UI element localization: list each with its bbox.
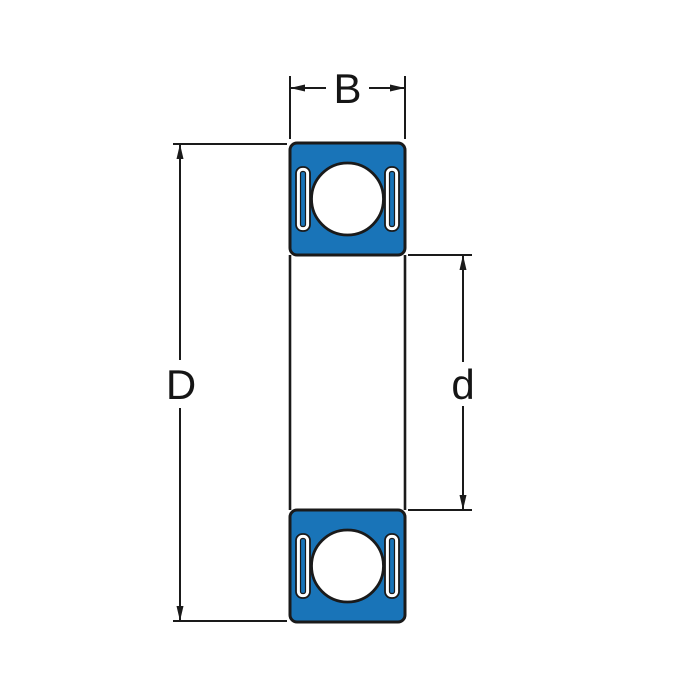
arrowhead-left-icon bbox=[290, 84, 305, 92]
dimension-width: B bbox=[289, 65, 406, 139]
bearing-section-bottom bbox=[288, 508, 407, 624]
arrowhead-up-icon bbox=[459, 255, 467, 270]
dimension-label-outer-diameter: D bbox=[166, 361, 196, 408]
arrowhead-right-icon bbox=[390, 84, 405, 92]
arrowhead-up-icon bbox=[176, 144, 184, 159]
bearing-section-top bbox=[288, 141, 407, 257]
arrowhead-down-icon bbox=[176, 606, 184, 621]
dimension-label-bore-diameter: d bbox=[451, 361, 474, 408]
dimension-label-width: B bbox=[333, 65, 361, 112]
dimension-outer-diameter: D bbox=[166, 143, 287, 622]
dimension-bore-diameter: d bbox=[408, 254, 475, 511]
bore-silhouette bbox=[288, 255, 407, 510]
arrowhead-down-icon bbox=[459, 495, 467, 510]
